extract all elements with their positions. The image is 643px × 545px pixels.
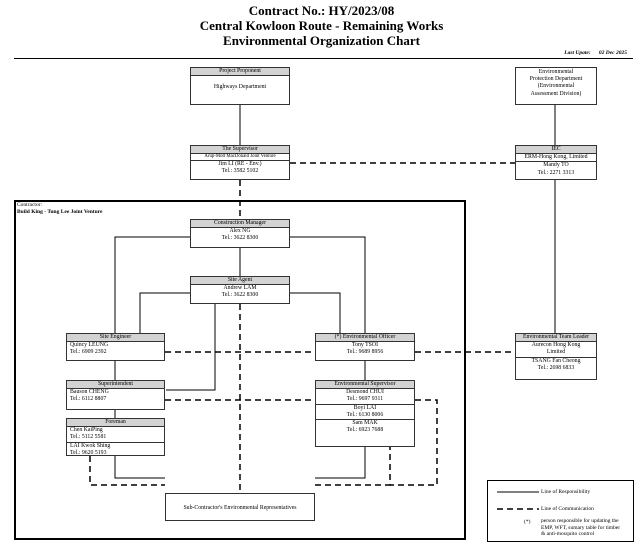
etl-org: Aurecon Hong Kong — [531, 342, 581, 349]
superintendent-tel: Tel.: 6112 8807 — [70, 396, 107, 403]
env-supervisor-person-name: Boyi LAI — [353, 404, 377, 411]
supervisor-name: Jim LI (RE - Env.) — [218, 161, 262, 168]
foreman-person-name: Chen KaiPing — [70, 427, 103, 434]
iec-header: IEC — [516, 146, 596, 155]
foreman-header: Foreman — [67, 419, 164, 428]
contractor-frame — [14, 200, 466, 540]
construction-manager-box: Construction Manager Alex NG Tel.: 3622 … — [190, 219, 290, 248]
dash-envsup-side — [390, 399, 438, 486]
env-officer-box: (*) Environmental Officer Tony TSOI Tel.… — [315, 333, 415, 361]
iec-name: Mandy TO — [543, 162, 569, 169]
epd-line: Environmental — [538, 69, 574, 75]
construction-manager-header: Construction Manager — [191, 220, 289, 229]
legend-star-description: person responsible for updating the EMP,… — [541, 518, 620, 538]
project-proponent-name: Highways Department — [213, 84, 267, 91]
supervisor-header: The Supervisor — [191, 146, 289, 155]
legend-star-desc-line: person responsible for updating the — [541, 518, 619, 524]
epd-box: Environmental Protection Department (Env… — [515, 67, 597, 105]
superintendent-header: Superintendent — [67, 381, 164, 390]
legend — [487, 480, 634, 542]
site-engineer-header: Site Engineer — [67, 334, 164, 343]
supervisor-org: Arup-Mott MacDonald Joint Venture — [191, 154, 289, 162]
env-supervisor-person-tel: Tel.: 6923 7688 — [346, 427, 384, 434]
etl-name: TSANG Fan Cheong — [531, 357, 581, 364]
epd-line: (Environmental — [537, 83, 575, 90]
epd-line: Assessment Division) — [530, 90, 582, 97]
contractor-label: Contractor: Build King - Tung Lee Joint … — [17, 202, 102, 216]
legend-star: (*) — [524, 519, 531, 525]
env-officer-name: Tony TSOI — [351, 342, 379, 349]
superintendent-name: Bauson CHENG — [70, 389, 109, 396]
site-engineer-box: Site Engineer Quincy LEUNG Tel.: 6909 23… — [66, 333, 165, 361]
project-proponent-header: Project Proponent — [191, 68, 289, 77]
foreman-person-name: LAI Kwok Shing — [70, 442, 111, 449]
contractor-name: Build King - Tung Lee Joint Venture — [17, 209, 103, 216]
legend-star-desc-line: & anti-mosquito control — [541, 531, 595, 538]
site-agent-box: Site Agent Andrew LAM Tel.: 3622 8300 — [190, 276, 290, 304]
project-proponent-box: Project Proponent Highways Department — [190, 67, 290, 105]
env-supervisor-person-name: Sam MAK — [352, 420, 378, 427]
etl-box: Environmental Team Leader Aurecon Hong K… — [515, 333, 597, 380]
foreman-person-tel: Tel.: 9620 5193 — [70, 449, 107, 456]
legend-lines — [497, 491, 539, 510]
iec-box: IEC ERM-Hong Kong, Limited Mandy TO Tel.… — [515, 145, 597, 180]
site-agent-name: Andrew LAM — [223, 285, 257, 292]
chart-title: Environmental Organization Chart — [223, 33, 420, 48]
epd-line: Protection Department — [529, 76, 583, 83]
solid-envsup-subcon — [315, 447, 366, 479]
site-agent-header: Site Agent — [191, 277, 289, 286]
solid-agent-superintendent — [166, 304, 216, 391]
solid-agent-env-officer — [290, 292, 341, 333]
env-officer-tel: Tel.: 9689 8956 — [346, 349, 384, 356]
solid-cm-env-officer — [290, 236, 366, 333]
supervisor-tel: Tel.: 3582 5102 — [221, 168, 259, 175]
subcontractor-box: Sub-Contractor's Environmental Represent… — [165, 493, 315, 521]
legend-star-desc-line: EMP, WFT, sumary table for timber — [541, 524, 621, 531]
legend-responsibility: Line of Responsibility — [541, 489, 591, 495]
env-supervisor-header: Environmental Supervisor — [316, 381, 414, 390]
env-officer-header: (*) Environmental Officer — [316, 334, 414, 343]
etl-org: Limited — [516, 349, 596, 358]
last-update-date: 02 Dec 2025 — [598, 50, 627, 56]
env-supervisor-person-name: Desmond CHUI — [346, 389, 384, 396]
foreman-box: Foreman Chen KaiPing Tel.: 5112 5581 LAI… — [66, 418, 165, 456]
contract-number: Contract No.: HY/2023/08 — [248, 3, 395, 18]
env-supervisor-person-tel: Tel.: 6130 8006 — [316, 412, 414, 421]
solid-agent-site-engineer — [139, 292, 190, 333]
legend-communication: Line of Communication — [541, 506, 594, 512]
etl-tel: Tel.: 2698 6833 — [537, 364, 575, 371]
foreman-person-tel: Tel.: 5112 5581 — [67, 434, 164, 443]
last-update: Last Upate: 02 Dec 2025 — [564, 50, 627, 56]
site-engineer-tel: Tel.: 6909 2392 — [70, 349, 107, 356]
header-divider — [14, 58, 633, 59]
construction-manager-name: Alex NG — [229, 228, 251, 235]
iec-org: ERM-Hong Kong, Limited — [516, 154, 596, 163]
solid-foreman-subcon — [114, 456, 165, 479]
iec-tel: Tel.: 2271 3313 — [537, 169, 575, 176]
site-agent-tel: Tel.: 3622 8300 — [221, 292, 259, 299]
env-supervisor-box: Environmental Supervisor Desmond CHUI Te… — [315, 380, 415, 447]
site-engineer-name: Quincy LEUNG — [70, 342, 109, 349]
last-update-label: Last Upate: — [564, 50, 591, 56]
etl-header: Environmental Team Leader — [516, 334, 596, 343]
solid-cm-site-engineer — [114, 236, 190, 333]
construction-manager-tel: Tel.: 3622 8300 — [221, 235, 259, 242]
env-supervisor-person-tel: Tel.: 9697 9311 — [316, 396, 414, 405]
contractor-caption: Contractor: — [17, 202, 43, 208]
subcontractor-label: Sub-Contractor's Environmental Represent… — [183, 505, 297, 511]
supervisor-box: The Supervisor Arup-Mott MacDonald Joint… — [190, 145, 290, 180]
superintendent-box: Superintendent Bauson CHENG Tel.: 6112 8… — [66, 380, 165, 410]
project-title: Central Kowloon Route - Remaining Works — [199, 18, 444, 33]
